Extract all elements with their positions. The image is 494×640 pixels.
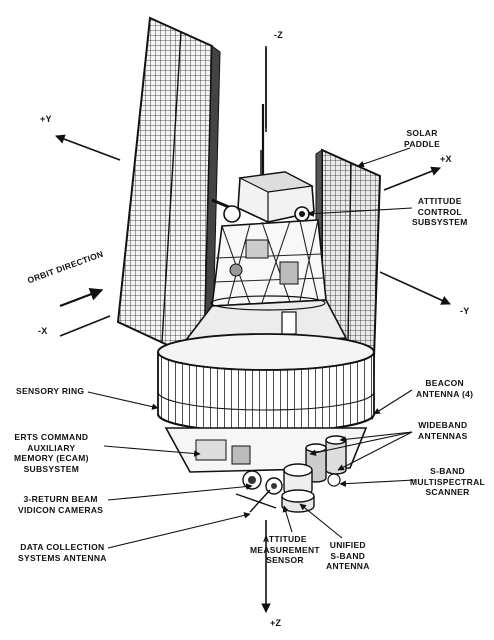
attitude-control-box: [223, 171, 315, 223]
beacon-antenna-line-2: ANTENNA (4): [416, 388, 474, 399]
erts-command-line-1: ERTS COMMAND: [14, 432, 89, 442]
s-band-scanner-line-2: MULTISPECTRAL: [410, 476, 486, 487]
pos-x-axis-arrow: [383, 166, 441, 191]
solar-paddle-label: SOLAR PADDLE: [404, 128, 440, 149]
unified-s-band-label: UNIFIED S-BAND ANTENNA: [326, 540, 370, 572]
attitude-control-label: ATTITUDE CONTROL SUBSYSTEM: [412, 196, 468, 228]
rbv-cameras-line-1: 3-RETURN BEAM: [23, 494, 98, 504]
leader-lines: [87, 147, 415, 549]
pos-x-axis-label: +X: [440, 154, 452, 164]
attitude-control-line-2: CONTROL: [417, 206, 462, 217]
wideband-antennas-label: WIDEBAND ANTENNAS: [418, 420, 468, 441]
beacon-antenna-line-1: BEACON: [425, 378, 464, 388]
attitude-measurement-line-3: SENSOR: [266, 555, 304, 565]
axis-arrows: [55, 46, 451, 613]
neg-x-axis-line: [59, 315, 111, 337]
erts-command-line-4: SUBSYSTEM: [23, 463, 80, 474]
rbv-cameras-line-2: VIDICON CAMERAS: [18, 504, 104, 515]
truss-section: [211, 219, 327, 307]
unified-s-band-line-1: UNIFIED: [329, 540, 366, 550]
wideband-antennas-line-1: WIDEBAND: [418, 420, 468, 430]
unified-s-band-line-2: S-BAND: [330, 550, 366, 561]
attitude-measurement-label: ATTITUDE MEASUREMENT SENSOR: [250, 534, 320, 566]
pos-y-axis-label: +Y: [40, 114, 52, 124]
solar-paddle-line-2: PADDLE: [404, 138, 441, 149]
erts-command-line-2: AUXILIARY: [27, 442, 76, 453]
neg-y-axis-label: -Y: [460, 306, 470, 316]
unified-s-band-line-3: ANTENNA: [326, 561, 370, 571]
s-band-scanner-line-3: SCANNER: [425, 487, 470, 497]
s-band-scanner-line-1: S-BAND: [430, 466, 465, 476]
neg-x-axis-label: -X: [38, 326, 48, 336]
data-collection-line-2: SYSTEMS ANTENNA: [18, 552, 107, 563]
neg-y-axis-arrow: [379, 271, 451, 305]
neg-z-axis-label: -Z: [274, 30, 284, 40]
erts-command-label: ERTS COMMAND AUXILIARY MEMORY (ECAM) SUB…: [14, 432, 89, 474]
attitude-control-line-3: SUBSYSTEM: [412, 217, 468, 227]
wideband-antennas-line-2: ANTENNAS: [418, 430, 468, 441]
solar-paddle-line-1: SOLAR: [406, 128, 438, 138]
attitude-measurement-line-2: MEASUREMENT: [250, 544, 320, 555]
beacon-antenna-label: BEACON ANTENNA (4): [416, 378, 473, 399]
attitude-measurement-line-1: ATTITUDE: [263, 534, 307, 544]
sensory-ring-label: SENSORY RING: [16, 386, 85, 396]
lower-sensors: [235, 470, 341, 513]
attitude-control-line-1: ATTITUDE: [417, 196, 462, 206]
orbit-direction-arrow: [59, 288, 104, 308]
erts-command-line-3: MEMORY (ECAM): [14, 453, 89, 463]
sensory-ring: [157, 333, 375, 433]
data-collection-line-1: DATA COLLECTION: [20, 542, 105, 552]
wideband-antenna-cylinders: [283, 435, 347, 497]
s-band-scanner-label: S-BAND MULTISPECTRAL SCANNER: [410, 466, 485, 498]
rbv-cameras-label: 3-RETURN BEAM VIDICON CAMERAS: [18, 494, 103, 515]
pos-z-axis-label: +Z: [270, 618, 282, 628]
data-collection-label: DATA COLLECTION SYSTEMS ANTENNA: [18, 542, 107, 563]
pos-y-axis-arrow: [55, 134, 121, 161]
